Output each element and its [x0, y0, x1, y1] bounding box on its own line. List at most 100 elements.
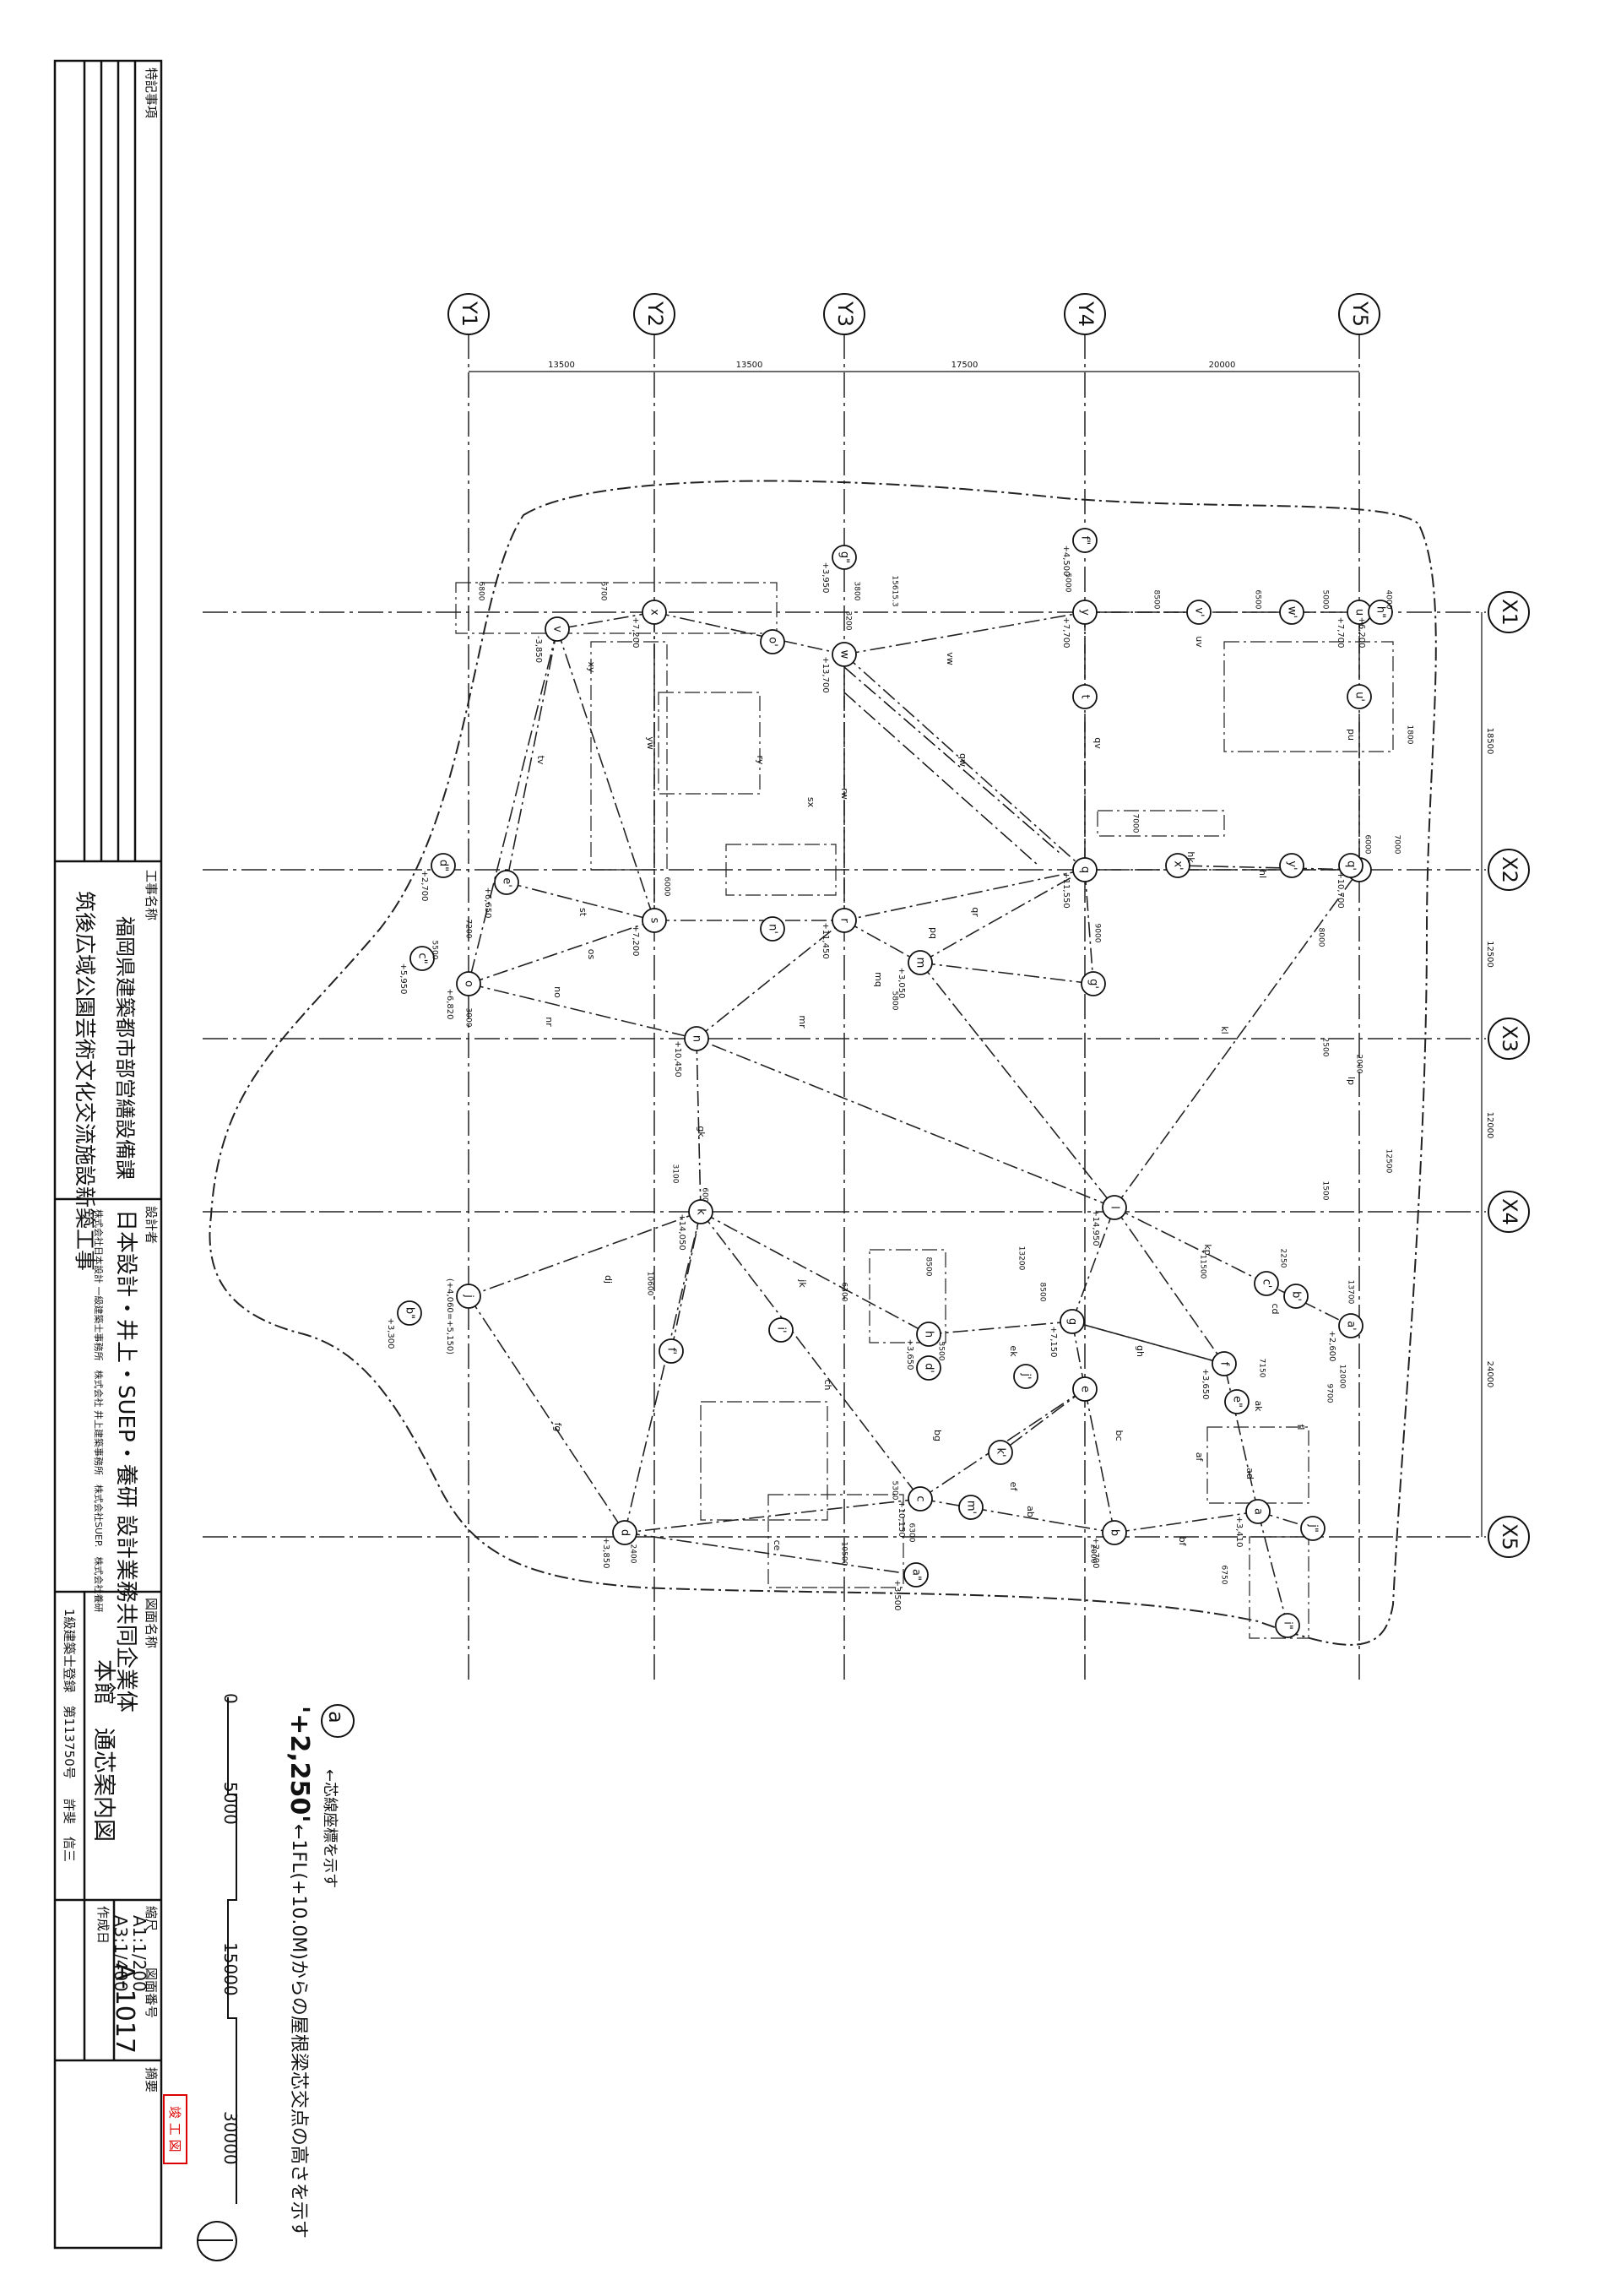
legend-symbol-circle: [321, 1704, 355, 1738]
node-circle: [684, 1026, 709, 1051]
node-id: a': [1345, 1321, 1358, 1331]
node-id: m: [914, 958, 927, 969]
node-height: +11,550: [1061, 871, 1071, 908]
node-height: +6,200: [1357, 616, 1366, 648]
as-built-stamp: 竣 工 図: [163, 2094, 187, 2164]
beam-line: [1114, 1207, 1225, 1365]
beam-line: [1177, 865, 1360, 871]
beam-line: [928, 1321, 1073, 1335]
north-arrow: [197, 2221, 237, 2261]
node-circle: [916, 1355, 941, 1381]
local-dimension: 12500: [1385, 1149, 1393, 1174]
grid-bubble-x: [1488, 1516, 1530, 1558]
node-id: j': [1020, 1372, 1033, 1379]
local-dimension: 1500: [1321, 1181, 1330, 1201]
beam-label: fl: [1295, 1425, 1306, 1430]
node-id: y': [1286, 860, 1298, 870]
beam-label: ch: [822, 1379, 833, 1390]
beam-label: uv: [1194, 636, 1205, 648]
beam-label: tv: [535, 756, 546, 765]
local-dimension: 5500: [431, 941, 439, 960]
node-height: +2,600: [1327, 1330, 1336, 1361]
beam-line: [468, 1211, 702, 1297]
node-circle: [545, 616, 570, 642]
node-id: j: [463, 1294, 475, 1298]
beam-label: fg: [552, 1423, 563, 1432]
local-dimension: 600: [701, 1187, 709, 1202]
grid-label-x: X2: [1498, 856, 1521, 883]
dim-x-spacing: 18500: [1485, 728, 1494, 755]
beam-label: st: [577, 908, 588, 917]
beam-line: [1114, 1511, 1259, 1533]
node-id: e": [1231, 1396, 1244, 1408]
remarks-label: 摘要: [144, 2067, 159, 2093]
node-height: +3,850: [601, 1537, 610, 1568]
node-id: k': [995, 1447, 1007, 1457]
registration-name: 許斐 信三: [62, 1799, 77, 1863]
local-dimension: 12000: [1338, 1365, 1347, 1389]
node-id: x': [1172, 860, 1185, 870]
node-height: +14,950: [1091, 1209, 1100, 1246]
beam-label: nr: [544, 1017, 555, 1027]
node-height: +7,700: [1336, 616, 1345, 648]
beam-label: ef: [1008, 1482, 1019, 1492]
beam-label: qv: [1092, 737, 1103, 749]
beam-line: [1071, 1207, 1115, 1322]
local-dimension: 8500: [1152, 590, 1161, 610]
beam-line: [1084, 869, 1094, 985]
node-circle: [1279, 600, 1304, 625]
local-dimension: 13200: [1017, 1246, 1026, 1271]
beam-label: ad: [1244, 1468, 1255, 1479]
beam-label: vw: [945, 652, 956, 665]
notes-heading: 特記事項: [144, 68, 159, 119]
node-circle: [1081, 971, 1106, 996]
scale-bar: [227, 1697, 237, 2204]
node-circle: [1212, 1351, 1237, 1376]
dim-y-spacing: 17500: [951, 361, 979, 370]
grid-bubble-x: [1488, 1018, 1530, 1060]
beam-line: [696, 1038, 702, 1213]
node-circle: [832, 545, 857, 570]
node-height: +5,950: [398, 963, 408, 994]
beam-line: [843, 654, 1086, 871]
beam-label: ak: [1253, 1400, 1264, 1412]
node-id: g": [838, 551, 851, 563]
beam-line: [919, 869, 1086, 963]
node-circle: [1347, 684, 1372, 709]
node-circle: [1338, 1313, 1363, 1338]
beam-label: no: [552, 986, 563, 998]
node-circle: [409, 946, 435, 971]
node-height: +14,050: [677, 1213, 686, 1250]
node-height: +6,650: [483, 887, 492, 918]
node-circle: [1186, 600, 1212, 625]
designer-name: 日本設計・井上・SUEP・養研 設計業務共同企業体: [113, 1209, 138, 1713]
node-height: +10,450: [673, 1040, 682, 1077]
node-height: +13,700: [821, 656, 830, 692]
node-circle: [908, 950, 933, 975]
local-dimension: 6500: [1254, 590, 1262, 610]
beam-band: [843, 692, 1039, 866]
local-dimension: 6000: [1363, 835, 1372, 855]
node-id: c: [914, 1495, 927, 1501]
local-dimension: 11500: [1199, 1255, 1207, 1279]
beam-label: lp: [1346, 1077, 1357, 1085]
beam-line: [468, 983, 697, 1039]
node-id: b': [1290, 1291, 1303, 1301]
node-circle: [832, 642, 857, 667]
node-height: +3,950: [821, 562, 830, 593]
date-label: 作成日: [95, 1906, 111, 1945]
beam-label: gh: [1135, 1345, 1146, 1357]
drawing-label: 図面名称: [144, 1598, 159, 1649]
drawing-name: 本館 通芯案内図: [90, 1659, 117, 1842]
node-circle: [688, 1199, 713, 1224]
legend-symbol-note: ←芯線座標を示す: [321, 1769, 339, 1889]
dim-y-spacing: 13500: [736, 361, 763, 370]
beam-label: ry: [755, 755, 766, 765]
local-dimension: 6700: [599, 582, 608, 601]
client-name: 福岡県建築都市部営繕設備課: [113, 916, 137, 1180]
node-id: o': [767, 637, 779, 647]
node-height: +11,450: [821, 922, 830, 958]
beam-line: [653, 611, 845, 655]
roof-outline: [209, 480, 1437, 1646]
node-circle: [642, 908, 667, 933]
